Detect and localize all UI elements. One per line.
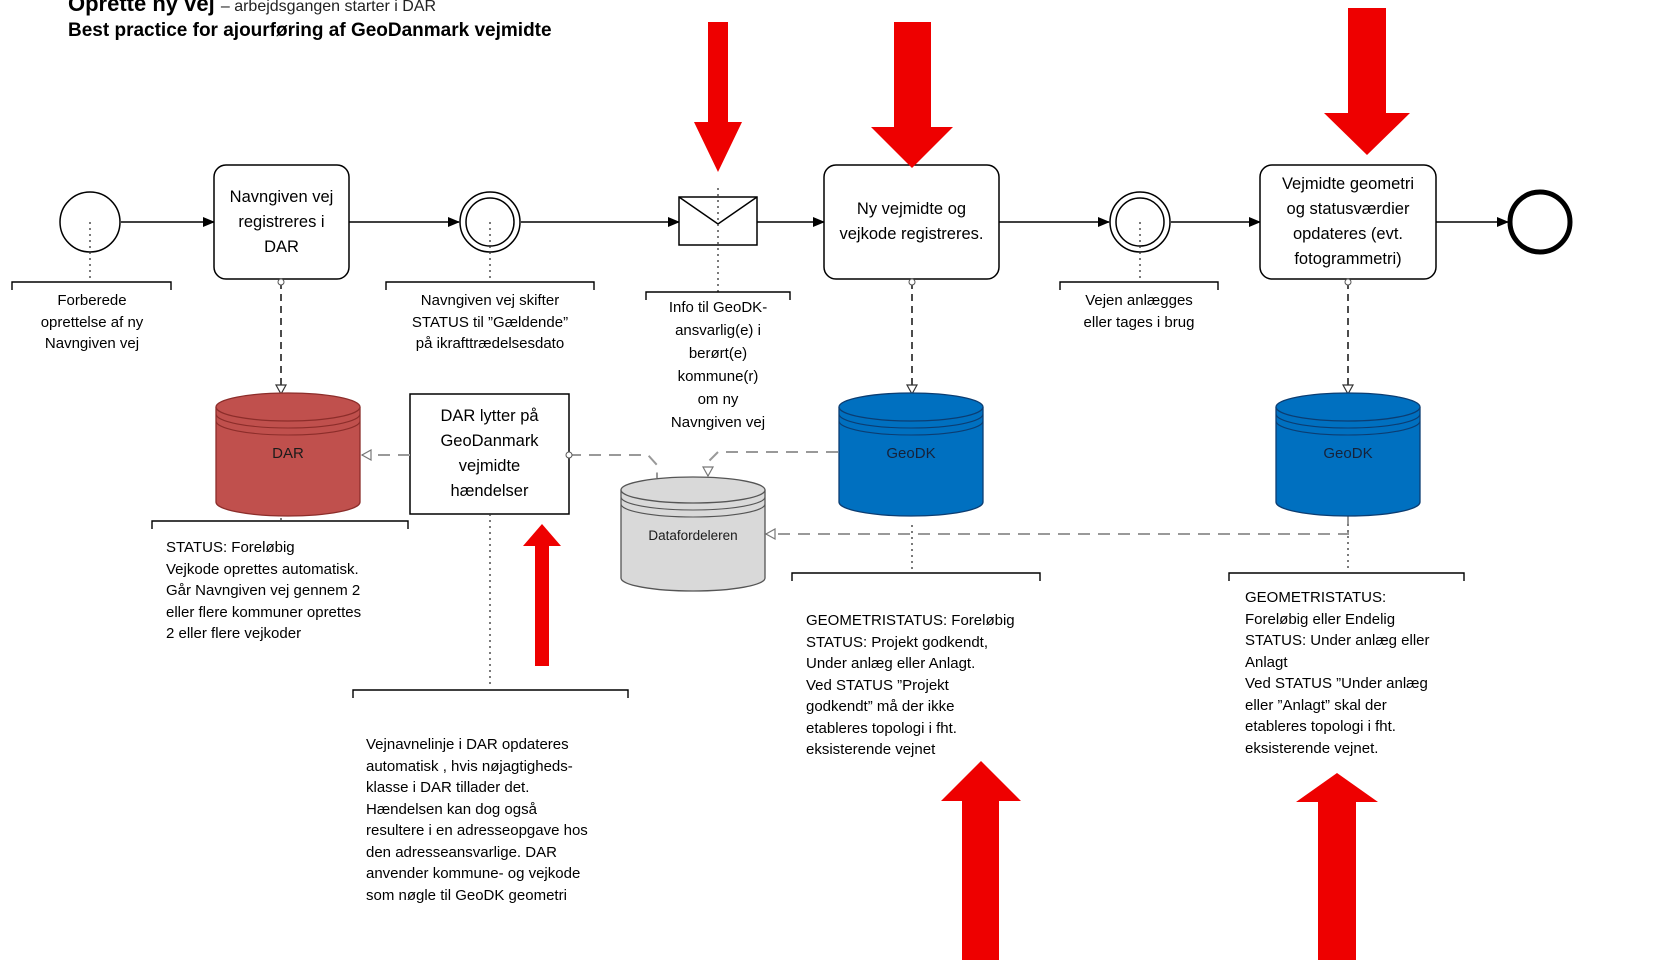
page-subtitle: Best practice for ajourføring af GeoDanm… — [68, 20, 552, 41]
red-arrow-up-listener — [523, 524, 561, 666]
page-title-subtext: – arbejdsgangen starter i DAR — [220, 0, 437, 15]
end-event — [1507, 189, 1573, 255]
highlight-arrows — [523, 8, 1410, 960]
db-geodk-1 — [838, 392, 984, 517]
db-dar — [215, 392, 361, 517]
db-geodk-2-label: GeoDK — [1323, 445, 1373, 462]
db-geodk-2 — [1275, 392, 1421, 517]
data-flow-lines — [362, 452, 1349, 534]
dar-listener-box — [409, 393, 570, 515]
red-arrow-down-task3 — [1324, 8, 1410, 155]
db-dar-label: DAR — [272, 445, 304, 462]
page-title: Oprette ny vej – arbejdsgangen starter i… — [68, 0, 437, 16]
db-geodk-1-label: GeoDK — [886, 445, 936, 462]
red-arrow-up-geodk1 — [941, 761, 1021, 960]
db-datafordeleren — [620, 476, 766, 592]
red-arrow-up-geodk2 — [1296, 773, 1378, 960]
data-associations — [281, 282, 1348, 394]
annotation-brackets — [11, 281, 1465, 698]
red-arrow-down-message — [694, 22, 742, 172]
db-datafordeleren-label: Datafordeleren — [648, 528, 738, 543]
red-arrow-down-task2 — [871, 22, 953, 168]
